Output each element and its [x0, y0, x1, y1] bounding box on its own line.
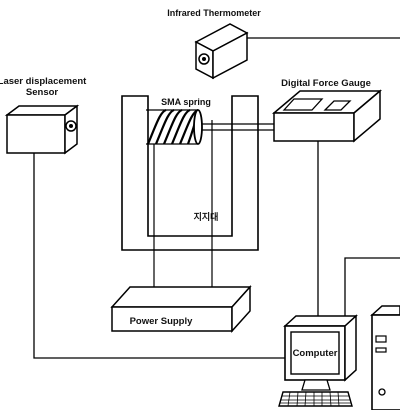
laser-sensor-label-line2: Sensor: [26, 87, 59, 98]
keyboard-icon: [278, 391, 353, 407]
computer-monitor: [283, 314, 358, 391]
digital-force-gauge: [271, 89, 383, 143]
laser-sensor-label-line1: Laser displacement: [0, 76, 87, 87]
fixture-label: 지지대: [194, 211, 219, 222]
laser-sensor-cable: [33, 153, 289, 359]
power-wires: [153, 120, 213, 288]
computer-label: Computer: [293, 348, 338, 359]
sma-spring-label: SMA spring: [161, 97, 211, 107]
infrared-thermometer: [194, 23, 249, 80]
force-gauge-display: [282, 98, 324, 111]
computer-cable: [344, 257, 400, 316]
power-supply-label: Power Supply: [130, 316, 194, 327]
laser-displacement-sensor: [4, 104, 80, 155]
computer-tower: [370, 305, 400, 410]
sma-spring: [146, 108, 203, 145]
power-supply: [110, 285, 252, 333]
force-gauge-label: Digital Force Gauge: [281, 78, 371, 89]
spring-rod: [202, 123, 276, 131]
force-gauge-keypad: [323, 100, 352, 111]
infrared-thermometer-label: Infrared Thermometer: [167, 8, 261, 18]
